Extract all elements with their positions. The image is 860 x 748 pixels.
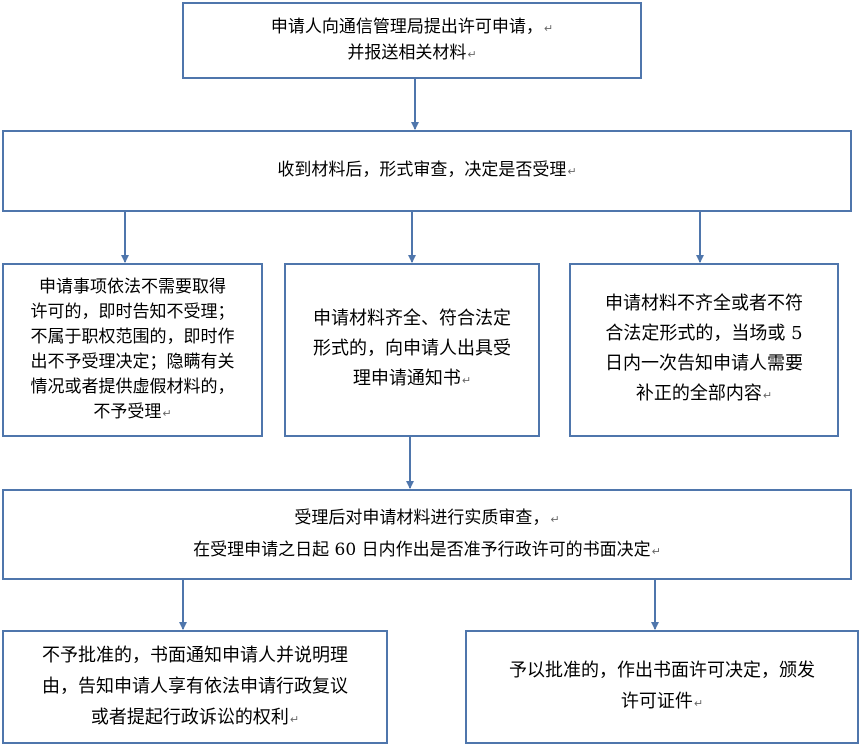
paragraph-mark-icon: ↵ bbox=[651, 544, 661, 558]
branch-left-line: 申请事项依法不需要取得 bbox=[39, 276, 226, 297]
step1-line-2: 并报送相关材料 bbox=[347, 42, 467, 63]
step2-text: 收到材料后，形式审查，决定是否受理↵ bbox=[277, 158, 576, 184]
branch-right-line: 申请材料不齐全或者不符 bbox=[605, 293, 803, 314]
outcome-reject-text: 不予批准的，书面通知申请人并说明理 由，告知申请人享有依法申请行政复议 或者提起… bbox=[42, 640, 348, 735]
step1-text: 申请人向通信管理局提出许可申请，↵ 并报送相关材料↵ bbox=[271, 15, 553, 67]
branch-incomplete-materials: 申请材料不齐全或者不符 合法定形式的，当场或 5 日内一次告知申请人需要 补正的… bbox=[569, 263, 839, 437]
branch-left-line: 出不予受理决定；隐瞒有关 bbox=[30, 351, 235, 372]
paragraph-mark-icon: ↵ bbox=[567, 165, 577, 178]
paragraph-mark-icon: ↵ bbox=[162, 406, 172, 420]
step3-line-2: 在受理申请之日起 60 日内作出是否准予行政许可的书面决定 bbox=[193, 539, 651, 560]
outcome-approve-line: 许可证件 bbox=[620, 691, 693, 712]
branch-middle-line: 形式的，向申请人出具受 bbox=[313, 338, 511, 359]
paragraph-mark-icon: ↵ bbox=[550, 512, 560, 526]
branch-left-line: 许可的，即时告知不受理； bbox=[30, 301, 235, 322]
step1-submit-application: 申请人向通信管理局提出许可申请，↵ 并报送相关材料↵ bbox=[182, 2, 642, 79]
outcome-approved: 予以批准的，作出书面许可决定，颁发 许可证件↵ bbox=[465, 630, 859, 744]
outcome-reject-line: 不予批准的，书面通知申请人并说明理 bbox=[42, 644, 348, 666]
outcome-not-approved: 不予批准的，书面通知申请人并说明理 由，告知申请人享有依法申请行政复议 或者提起… bbox=[2, 630, 388, 744]
branch-middle-line: 理申请通知书 bbox=[352, 368, 461, 389]
outcome-reject-line: 由，告知申请人享有依法申请行政复议 bbox=[42, 675, 348, 697]
step3-text: 受理后对申请材料进行实质审查，↵ 在受理申请之日起 60 日内作出是否准予行政许… bbox=[193, 503, 661, 567]
branch-left-line: 情况或者提供虚假材料的， bbox=[30, 376, 235, 397]
step2-line-1: 收到材料后，形式审查，决定是否受理 bbox=[277, 160, 567, 180]
branch-left-text: 申请事项依法不需要取得 许可的，即时告知不受理； 不属于职权范围的，即时作 出不… bbox=[31, 275, 235, 426]
branch-left-line: 不属于职权范围的，即时作 bbox=[30, 326, 235, 347]
step1-line-1: 申请人向通信管理局提出许可申请， bbox=[270, 16, 543, 37]
branch-right-line: 日内一次告知申请人需要 bbox=[605, 353, 803, 374]
branch-right-line: 补正的全部内容 bbox=[635, 383, 762, 404]
paragraph-mark-icon: ↵ bbox=[289, 712, 300, 726]
branch-accepted: 申请材料齐全、符合法定 形式的，向申请人出具受 理申请通知书↵ bbox=[284, 263, 540, 437]
branch-middle-line: 申请材料齐全、符合法定 bbox=[313, 308, 511, 329]
paragraph-mark-icon: ↵ bbox=[467, 47, 477, 61]
branch-not-accepted: 申请事项依法不需要取得 许可的，即时告知不受理； 不属于职权范围的，即时作 出不… bbox=[2, 263, 263, 437]
outcome-approve-line: 予以批准的，作出书面许可决定，颁发 bbox=[509, 660, 815, 681]
step3-line-1: 受理后对申请材料进行实质审查， bbox=[294, 507, 550, 528]
step2-formal-review: 收到材料后，形式审查，决定是否受理↵ bbox=[2, 130, 852, 212]
outcome-reject-line: 或者提起行政诉讼的权利 bbox=[90, 706, 289, 728]
paragraph-mark-icon: ↵ bbox=[693, 697, 704, 710]
paragraph-mark-icon: ↵ bbox=[543, 21, 554, 35]
branch-right-text: 申请材料不齐全或者不符 合法定形式的，当场或 5 日内一次告知申请人需要 补正的… bbox=[605, 289, 803, 411]
branch-right-line: 合法定形式的，当场或 5 bbox=[605, 323, 803, 344]
paragraph-mark-icon: ↵ bbox=[762, 389, 773, 402]
branch-middle-text: 申请材料齐全、符合法定 形式的，向申请人出具受 理申请通知书↵ bbox=[313, 304, 511, 396]
branch-left-line: 不予受理 bbox=[93, 401, 162, 422]
outcome-approve-text: 予以批准的，作出书面许可决定，颁发 许可证件↵ bbox=[509, 655, 815, 719]
paragraph-mark-icon: ↵ bbox=[461, 374, 472, 387]
step3-substantive-review: 受理后对申请材料进行实质审查，↵ 在受理申请之日起 60 日内作出是否准予行政许… bbox=[2, 489, 852, 580]
